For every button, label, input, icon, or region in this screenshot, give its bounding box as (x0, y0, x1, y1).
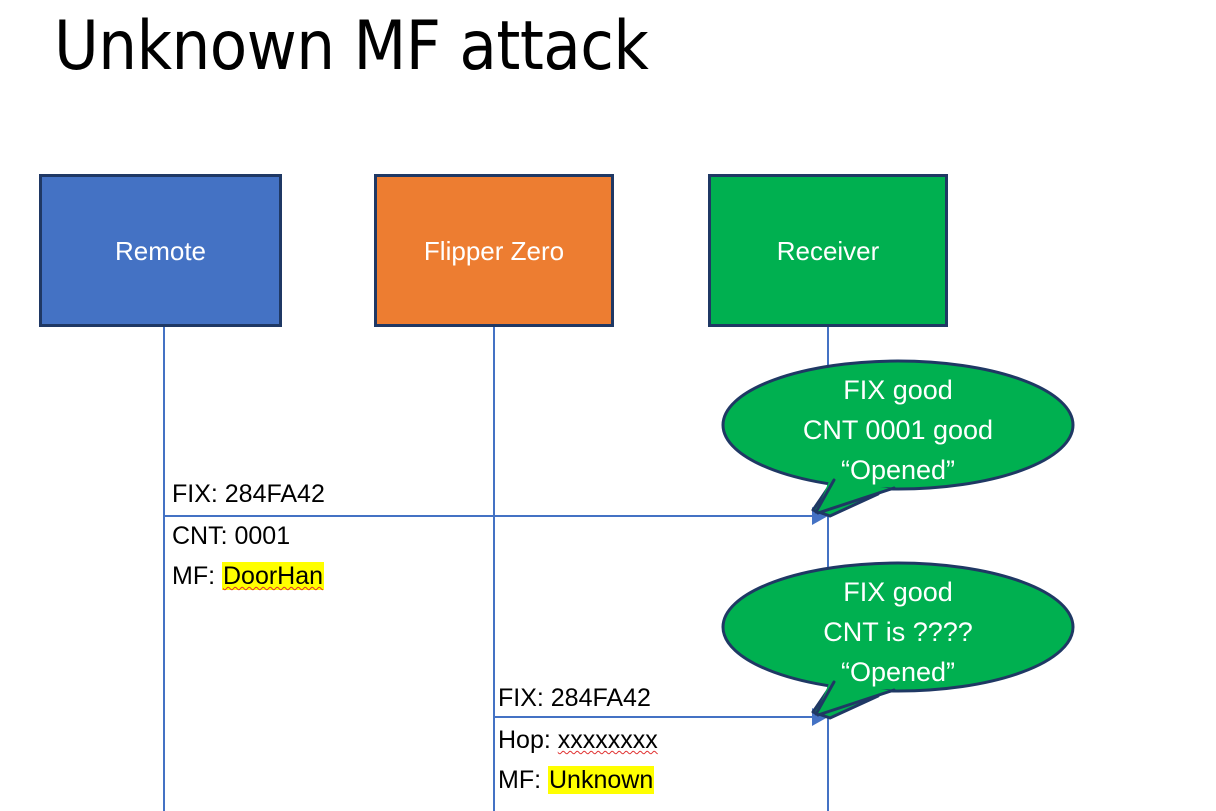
message-1-fix: FIX: 284FA42 (172, 480, 325, 508)
callout-bubble-2[interactable]: FIX good CNT is ???? “Opened” (718, 560, 1078, 725)
message-1-cnt-value: 0001 (234, 522, 291, 550)
message-1-cnt: CNT: 0001 (172, 516, 324, 556)
callout-bubble-1[interactable]: FIX good CNT 0001 good “Opened” (718, 358, 1078, 523)
actor-box-flipper-zero[interactable]: Flipper Zero (374, 174, 614, 327)
message-2-hop-label: Hop: (498, 726, 558, 754)
message-arrow-line-2 (493, 716, 815, 718)
message-2-mf-label: MF: (498, 766, 548, 794)
message-1-mf-value: DoorHan (222, 562, 325, 590)
message-2-mf-value: Unknown (548, 766, 655, 794)
actor-label-remote: Remote (114, 235, 207, 266)
message-1-mf: MF: DoorHan (172, 556, 325, 596)
message-2-fix: FIX: 284FA42 (498, 684, 651, 712)
message-2-hop: Hop: xxxxxxxx (498, 720, 658, 760)
message-label-2-above: FIX: 284FA42 (498, 678, 651, 718)
actor-box-remote[interactable]: Remote (39, 174, 282, 327)
actor-label-receiver: Receiver (776, 235, 880, 266)
actor-label-flipper-zero: Flipper Zero (423, 235, 565, 266)
page-title: Unknown MF attack (54, 7, 649, 86)
message-1-cnt-label: CNT: (172, 522, 235, 550)
message-1-mf-label: MF: (172, 562, 222, 590)
message-2-mf: MF: Unknown (498, 760, 658, 800)
callout-bubble-shape-1 (721, 359, 1075, 518)
callout-bubble-shape-2 (721, 561, 1075, 720)
message-arrow-line-1 (163, 515, 815, 517)
lifeline-flipper-zero (493, 327, 495, 811)
message-label-2-below: Hop: xxxxxxxx MF: Unknown (498, 720, 658, 800)
message-label-1-above: FIX: 284FA42 (172, 474, 325, 514)
actor-box-receiver[interactable]: Receiver (708, 174, 948, 327)
message-2-hop-value: xxxxxxxx (557, 726, 658, 754)
lifeline-remote (163, 327, 165, 811)
message-label-1-below: CNT: 0001 MF: DoorHan (172, 516, 325, 596)
